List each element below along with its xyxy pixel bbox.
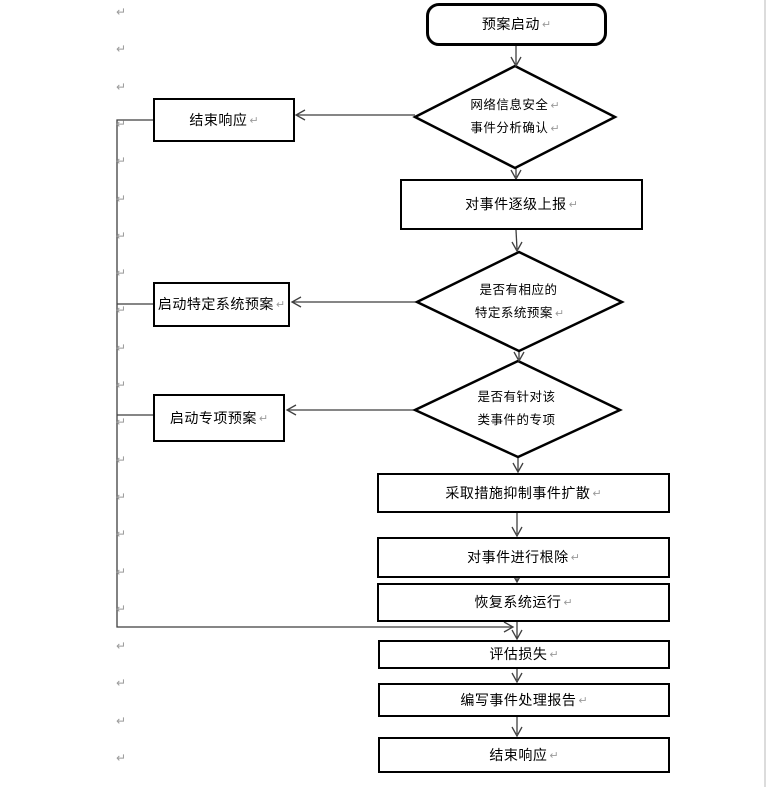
node-label: 是否有相应的 xyxy=(479,282,558,297)
paragraph-mark: ↵ xyxy=(116,639,127,654)
paragraph-mark: ↵ xyxy=(116,42,127,57)
connector-lines xyxy=(116,46,520,734)
node-label: 特定系统预案↵ xyxy=(475,302,564,325)
paragraph-mark: ↵ xyxy=(570,552,580,564)
paragraph-mark: ↵ xyxy=(275,299,286,311)
paragraph-mark: ↵ xyxy=(116,154,127,169)
paragraph-mark: ↵ xyxy=(578,694,588,707)
paragraph-mark: ↵ xyxy=(541,19,552,31)
paragraph-mark: ↵ xyxy=(116,527,127,542)
paragraph-mark: ↵ xyxy=(116,452,127,467)
node-report-up[interactable]: 对事件逐级上报↵ xyxy=(400,179,643,230)
paragraph-mark: ↵ xyxy=(116,378,127,392)
connector-report-to-specific xyxy=(515,229,518,250)
node-start[interactable]: 预案启动↵ xyxy=(426,3,607,46)
decision-confirm-label[interactable]: 网络信息安全↵ 事件分析确认↵ xyxy=(415,66,615,168)
paragraph-mark: ↵ xyxy=(550,100,560,112)
connector-left-return xyxy=(116,119,512,628)
paragraph-mark: ↵ xyxy=(116,303,127,318)
decision-confirm-diamond[interactable] xyxy=(412,64,618,170)
decision-shapes xyxy=(412,64,625,459)
node-label: 是否有针对该 xyxy=(477,390,556,404)
node-start-specific-plan[interactable]: 启动特定系统预案↵ xyxy=(153,282,290,327)
paragraph-mark: ↵ xyxy=(568,199,578,211)
paragraph-mark: ↵ xyxy=(116,228,127,243)
arrowhead-down-icon xyxy=(513,351,525,363)
paragraph-mark: ↵ xyxy=(116,751,127,765)
node-label: 采取措施抑制事件扩散↵ xyxy=(445,483,601,504)
node-end-response-top[interactable]: 结束响应↵ xyxy=(153,98,295,142)
arrowhead-left-icon xyxy=(294,109,306,121)
paragraph-mark: ↵ xyxy=(563,597,573,609)
paragraph-mark: ↵ xyxy=(116,266,127,281)
node-label: 对事件逐级上报↵ xyxy=(465,194,578,215)
paragraph-mark: ↵ xyxy=(116,340,127,355)
decision-special-label[interactable]: 是否有针对该 类事件的专项 xyxy=(415,361,620,457)
node-assess[interactable]: 评估损失↵ xyxy=(378,640,670,669)
paragraph-mark: ↵ xyxy=(116,5,127,19)
paragraph-mark: ↵ xyxy=(550,123,560,135)
decision-specific-diamond[interactable] xyxy=(414,250,625,353)
page-edge-line xyxy=(764,0,766,787)
node-start-special-plan[interactable]: 启动专项预案↵ xyxy=(153,394,285,442)
node-label: 恢复系统运行↵ xyxy=(474,592,572,613)
arrowhead-left-icon xyxy=(285,404,297,416)
node-label: 启动特定系统预案↵ xyxy=(158,294,285,315)
arrowhead-down-icon xyxy=(511,241,523,253)
arrowheads xyxy=(285,56,525,738)
node-label: 结束响应↵ xyxy=(189,110,258,131)
paragraph-mark: ↵ xyxy=(549,749,559,762)
paragraph-mark: ↵ xyxy=(116,713,127,728)
node-label: 启动专项预案↵ xyxy=(170,408,268,429)
paragraph-mark: ↵ xyxy=(116,116,127,131)
node-end-response-bottom[interactable]: 结束响应↵ xyxy=(378,737,670,773)
paragraph-mark: ↵ xyxy=(116,79,127,94)
arrowhead-down-icon xyxy=(511,526,523,538)
paragraph-mark: ↵ xyxy=(116,601,127,616)
paragraph-mark: ↵ xyxy=(554,307,565,320)
node-label: 对事件进行根除↵ xyxy=(467,547,580,568)
arrowhead-down-icon xyxy=(511,629,523,641)
arrowhead-down-icon xyxy=(511,672,523,684)
arrowhead-left-icon xyxy=(290,296,302,308)
node-label: 事件分析确认↵ xyxy=(470,117,559,140)
paragraph-mark: ↵ xyxy=(116,489,127,504)
node-write-report[interactable]: 编写事件处理报告↵ xyxy=(378,683,670,717)
arrowhead-down-icon xyxy=(512,462,524,474)
paragraph-mark: ↵ xyxy=(592,487,602,500)
paragraph-mark: ↵ xyxy=(116,191,127,206)
node-suppress[interactable]: 采取措施抑制事件扩散↵ xyxy=(377,473,670,513)
paragraph-mark: ↵ xyxy=(258,412,269,425)
arrowhead-down-icon xyxy=(510,56,522,68)
paragraph-mark: ↵ xyxy=(116,415,127,430)
node-eradicate[interactable]: 对事件进行根除↵ xyxy=(377,537,670,578)
node-label: 评估损失↵ xyxy=(489,644,558,665)
arrowhead-down-icon xyxy=(511,726,523,738)
arrowhead-right-icon xyxy=(503,621,515,633)
decision-special-diamond[interactable] xyxy=(412,359,623,459)
node-label: 编写事件处理报告↵ xyxy=(460,690,587,711)
node-label: 预案启动↵ xyxy=(482,14,551,35)
node-label: 网络信息安全↵ xyxy=(470,94,559,117)
node-label: 类事件的专项 xyxy=(477,413,556,427)
paragraph-mark: ↵ xyxy=(116,676,127,691)
paragraph-mark: ↵ xyxy=(116,564,127,579)
node-restore[interactable]: 恢复系统运行↵ xyxy=(377,583,670,622)
paragraph-mark: ↵ xyxy=(549,649,559,661)
node-label: 结束响应↵ xyxy=(489,745,558,766)
decision-specific-label[interactable]: 是否有相应的 特定系统预案↵ xyxy=(417,252,622,351)
paragraph-mark: ↵ xyxy=(249,114,259,127)
